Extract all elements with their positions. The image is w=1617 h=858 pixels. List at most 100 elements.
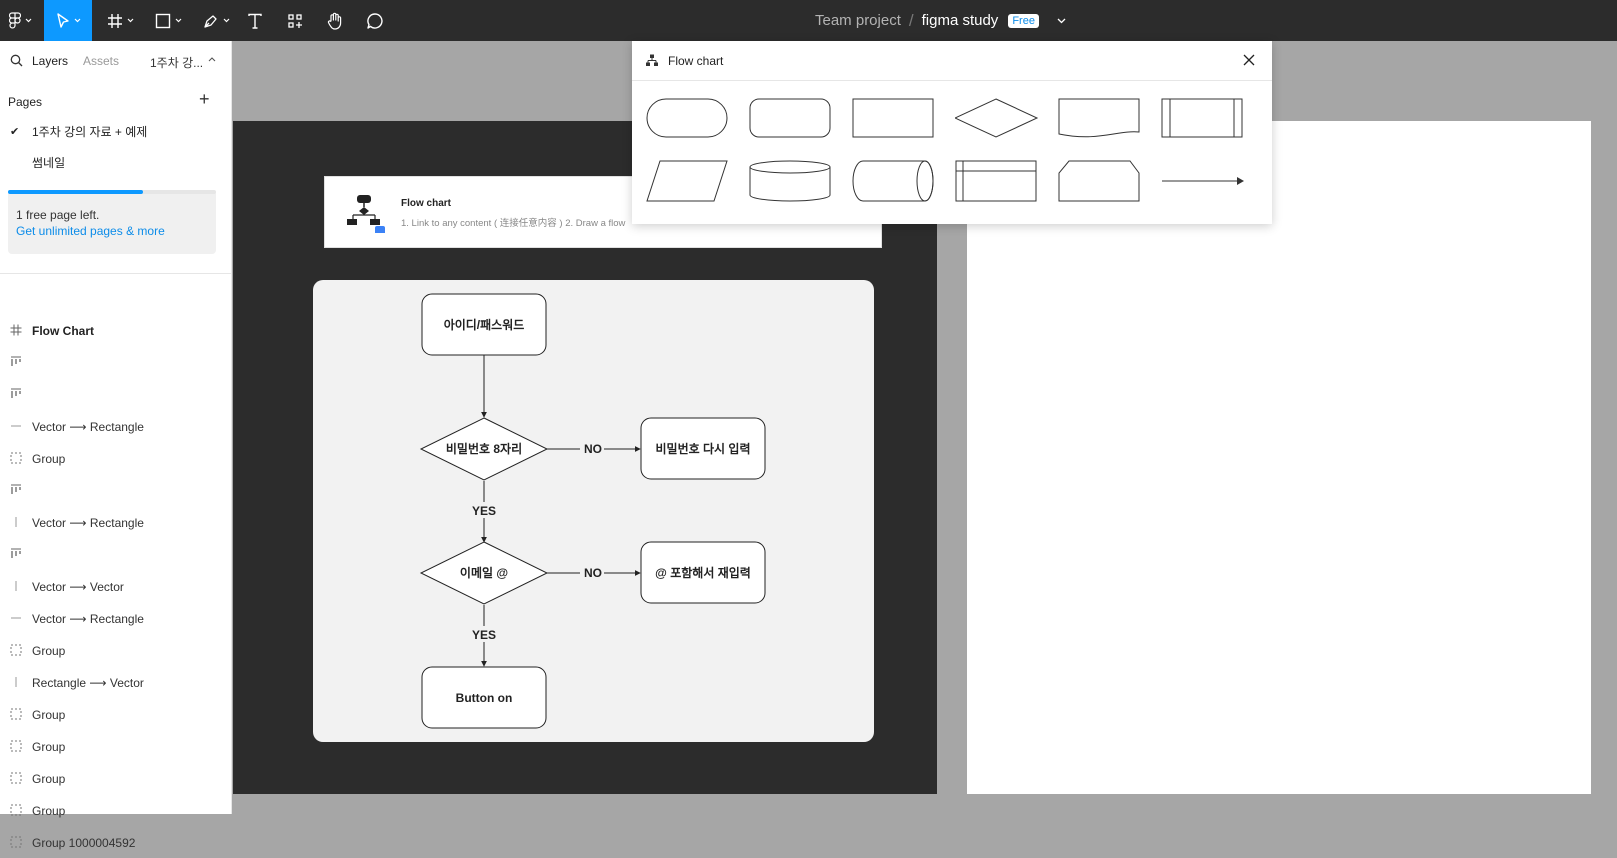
current-page-selector[interactable]: 1주차 강... — [150, 56, 204, 70]
page-item[interactable]: ✔ 1주차 강의 자료 + 예제 — [0, 116, 232, 146]
text-icon — [248, 13, 262, 29]
canvas-frame-white[interactable] — [967, 121, 1591, 794]
project-name[interactable]: Team project — [815, 12, 901, 29]
top-toolbar: Team project / figma study Free — [0, 0, 1617, 41]
upsell-card — [8, 190, 216, 254]
layout-icon — [10, 484, 22, 496]
shape-decision[interactable] — [955, 96, 1039, 140]
layer-name: Rectangle ⟶ Vector — [32, 676, 144, 690]
figma-menu-button[interactable] — [0, 0, 40, 41]
layer-item[interactable]: Group 1000004592 — [0, 826, 232, 858]
layer-name: Group — [32, 644, 66, 658]
layer-item[interactable]: Rectangle ⟶ Vector — [0, 666, 232, 698]
resources-button[interactable] — [280, 0, 310, 41]
layer-item[interactable]: Group — [0, 794, 232, 826]
pen-tool-button[interactable] — [196, 0, 236, 41]
chevron-down-icon — [223, 18, 229, 23]
file-name[interactable]: figma study — [921, 12, 999, 29]
layer-name: Group — [32, 804, 66, 818]
layer-name: Group — [32, 708, 66, 722]
layer-item[interactable] — [0, 538, 232, 570]
layer-item[interactable] — [0, 474, 232, 506]
chevron-up-icon[interactable] — [208, 57, 216, 62]
layer-item[interactable]: Group — [0, 634, 232, 666]
chevron-down-icon — [175, 18, 181, 23]
layer-item[interactable] — [0, 346, 232, 378]
layer-name: Group 1000004592 — [32, 836, 136, 850]
layer-item[interactable]: Vector ⟶ Rectangle — [0, 602, 232, 634]
search-icon[interactable] — [10, 54, 23, 67]
end-node[interactable] — [421, 666, 547, 729]
layer-item[interactable]: Vector ⟶ Vector — [0, 570, 232, 602]
divider — [0, 273, 232, 274]
flowchart-board[interactable] — [313, 280, 874, 742]
no1-target-node[interactable] — [640, 417, 766, 480]
file-title[interactable]: Team project / figma study Free — [815, 0, 1066, 41]
start-node[interactable] — [421, 293, 547, 356]
group-icon — [10, 836, 22, 848]
page-quota-bar — [8, 190, 216, 194]
tab-assets[interactable]: Assets — [83, 54, 120, 68]
chevron-down-icon[interactable] — [1057, 18, 1066, 24]
page-quota-fill — [8, 190, 144, 194]
frame-icon — [107, 13, 122, 28]
yes1-label-bg — [468, 502, 500, 518]
page-item[interactable]: 썸네일 — [0, 147, 232, 177]
no1-target-label: 비밀번호 다시 입력 — [656, 441, 751, 456]
frame-tool-button[interactable] — [100, 0, 140, 41]
layer-item[interactable] — [0, 378, 232, 410]
upsell-link[interactable]: Get unlimited pages & more — [16, 224, 165, 238]
comment-tool-button[interactable] — [360, 0, 390, 41]
layer-item[interactable]: Group — [0, 730, 232, 762]
layer-item[interactable]: Vector ⟶ Rectangle — [0, 410, 232, 442]
no2-target-node[interactable] — [640, 541, 766, 604]
vline-icon — [10, 676, 22, 688]
layout-icon — [10, 356, 22, 368]
shape-rounded-rectangle[interactable] — [749, 96, 833, 140]
layer-item[interactable]: Group — [0, 762, 232, 794]
panel-title: Flow chart — [668, 54, 724, 68]
widget-title: Flow chart — [401, 198, 452, 209]
start-node-label: 아이디/패스워드 — [444, 317, 525, 332]
shape-predefined-process[interactable] — [1161, 96, 1245, 140]
vline-icon — [10, 580, 22, 592]
text-tool-button[interactable] — [240, 0, 270, 41]
shape-direct-access-storage[interactable] — [852, 159, 936, 203]
yes2-label: YES — [472, 628, 496, 642]
decision2-node[interactable] — [419, 541, 549, 605]
flowchart-diagram[interactable]: 아이디/패스워드 비밀번호 8자리 비밀번호 다시 입력 NO YES 이메일 … — [313, 280, 874, 742]
move-tool-button[interactable] — [44, 0, 92, 41]
layer-item[interactable]: Group — [0, 442, 232, 474]
shape-document[interactable] — [1058, 96, 1142, 140]
shape-rectangle[interactable] — [852, 96, 936, 140]
flowchart-icon — [646, 54, 658, 66]
shape-manual-input[interactable] — [1058, 159, 1142, 203]
comment-icon — [367, 12, 383, 29]
shape-database[interactable] — [749, 159, 833, 203]
yes1-label: YES — [472, 504, 496, 518]
page-label: 썸네일 — [32, 155, 66, 170]
chevron-down-icon — [25, 18, 31, 23]
shape-tool-button[interactable] — [148, 0, 188, 41]
layer-name: Vector ⟶ Vector — [32, 580, 124, 594]
layer-item[interactable]: Flow Chart — [0, 314, 232, 346]
no2-label: NO — [584, 566, 602, 580]
tab-layers[interactable]: Layers — [32, 54, 69, 68]
layer-item[interactable]: Group — [0, 698, 232, 730]
decision1-node[interactable] — [419, 417, 549, 481]
figma-logo-icon — [8, 11, 21, 29]
close-icon[interactable] — [1242, 53, 1256, 67]
add-page-button[interactable]: + — [199, 89, 210, 109]
layer-item[interactable]: Vector ⟶ Rectangle — [0, 506, 232, 538]
layout-icon — [10, 548, 22, 560]
chevron-down-icon — [127, 18, 133, 23]
hand-tool-button[interactable] — [320, 0, 350, 41]
shape-arrow[interactable] — [1161, 159, 1245, 203]
shape-internal-storage[interactable] — [955, 159, 1039, 203]
chevron-down-icon — [74, 18, 80, 23]
shape-terminator[interactable] — [646, 96, 730, 140]
shape-data[interactable] — [646, 159, 730, 203]
page-label: 1주차 강의 자료 + 예제 — [32, 124, 148, 139]
flowchart-widget-icon — [347, 195, 385, 233]
line-icon — [10, 420, 22, 432]
